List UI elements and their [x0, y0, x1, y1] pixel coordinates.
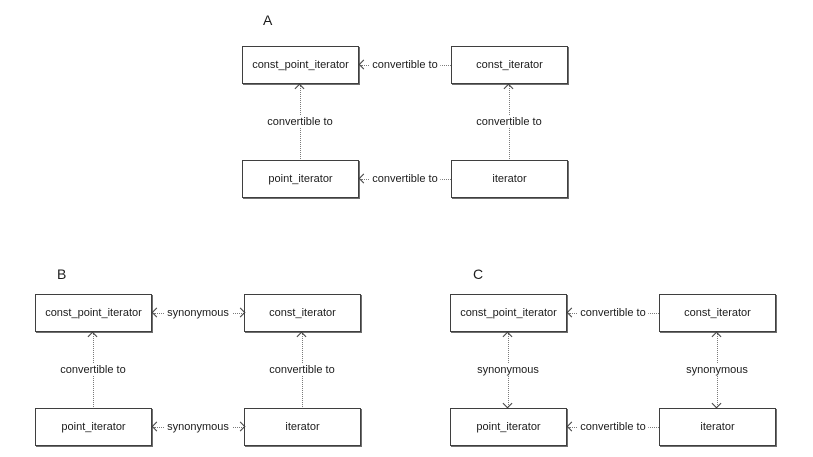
arrowhead-up-icon [89, 333, 96, 340]
arrowhead-left-icon [360, 175, 367, 182]
box-const-point-iterator: const_point_iterator [35, 294, 152, 332]
box-label: const_iterator [269, 307, 336, 319]
box-const-iterator: const_iterator [451, 46, 568, 84]
arrowhead-down-icon [713, 400, 720, 407]
box-label: const_iterator [476, 59, 543, 71]
arrowhead-left-icon [153, 309, 160, 316]
box-label: const_point_iterator [252, 59, 349, 71]
arrowhead-up-icon [504, 333, 511, 340]
arrowhead-right-icon [237, 309, 244, 316]
edge-label-right: convertible to [266, 364, 338, 376]
arrowhead-left-icon [568, 309, 575, 316]
box-iterator: iterator [244, 408, 361, 446]
edge-label-left: synonymous [474, 364, 542, 376]
box-label: iterator [492, 173, 527, 185]
edge-label-top: convertible to [369, 59, 441, 71]
edge-label-left: convertible to [57, 364, 129, 376]
diagram-a: A const_point_iterator const_iterator po… [242, 8, 578, 208]
diagram-c: C const_point_iterator const_iterator po… [450, 256, 786, 456]
box-label: const_point_iterator [460, 307, 557, 319]
box-label: const_point_iterator [45, 307, 142, 319]
edge-label-top: synonymous [164, 307, 232, 319]
arrowhead-up-icon [296, 85, 303, 92]
box-label: point_iterator [476, 421, 541, 433]
box-label: iterator [285, 421, 320, 433]
box-point-iterator: point_iterator [35, 408, 152, 446]
arrowhead-up-icon [505, 85, 512, 92]
diagram-b-letter: B [57, 266, 67, 282]
box-label: point_iterator [268, 173, 333, 185]
edge-label-bottom: synonymous [164, 421, 232, 433]
arrowhead-left-icon [568, 423, 575, 430]
box-label: iterator [700, 421, 735, 433]
box-const-point-iterator: const_point_iterator [242, 46, 359, 84]
edge-label-bottom: convertible to [577, 421, 649, 433]
box-iterator: iterator [659, 408, 776, 446]
edge-label-bottom: convertible to [369, 173, 441, 185]
box-const-iterator: const_iterator [659, 294, 776, 332]
edge-label-top: convertible to [577, 307, 649, 319]
arrowhead-right-icon [237, 423, 244, 430]
diagram-a-letter: A [263, 12, 273, 28]
edge-label-left: convertible to [264, 116, 336, 128]
arrowhead-down-icon [504, 400, 511, 407]
arrowhead-up-icon [713, 333, 720, 340]
box-label: point_iterator [61, 421, 126, 433]
box-const-point-iterator: const_point_iterator [450, 294, 567, 332]
edge-label-right: convertible to [473, 116, 545, 128]
box-point-iterator: point_iterator [450, 408, 567, 446]
box-const-iterator: const_iterator [244, 294, 361, 332]
diagram-b: B const_point_iterator const_iterator po… [35, 256, 371, 456]
arrowhead-left-icon [360, 61, 367, 68]
arrowhead-up-icon [298, 333, 305, 340]
box-iterator: iterator [451, 160, 568, 198]
box-point-iterator: point_iterator [242, 160, 359, 198]
box-label: const_iterator [684, 307, 751, 319]
arrowhead-left-icon [153, 423, 160, 430]
diagram-c-letter: C [473, 266, 484, 282]
edge-label-right: synonymous [683, 364, 751, 376]
